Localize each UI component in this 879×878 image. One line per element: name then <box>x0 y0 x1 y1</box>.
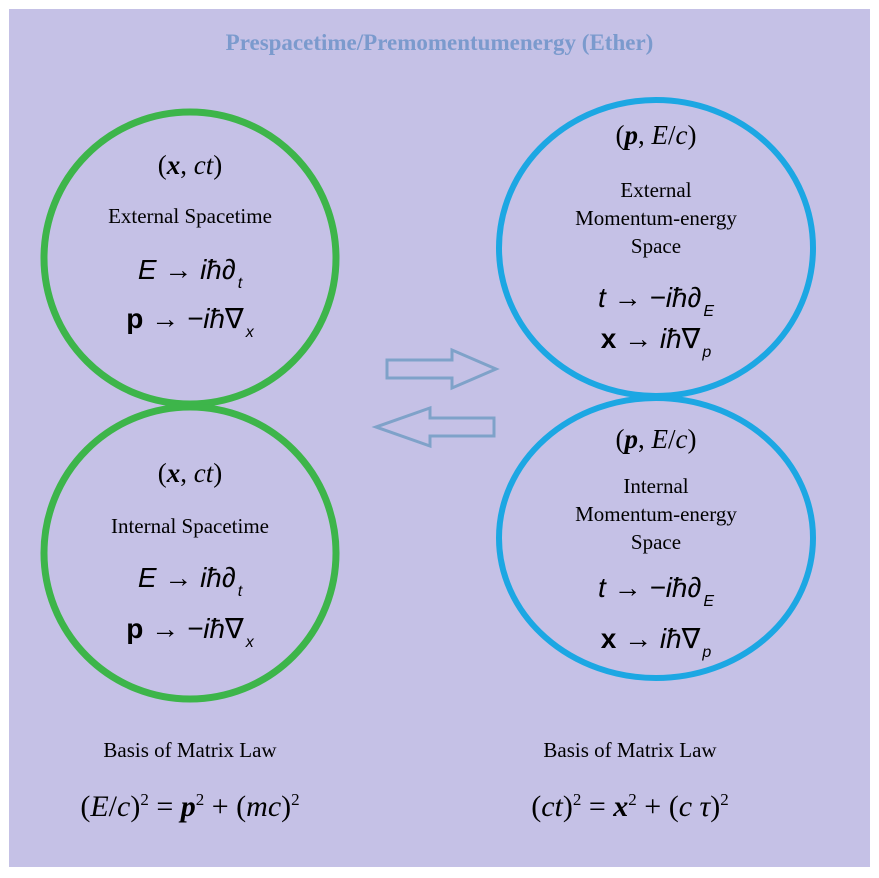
internal-spacetime-eq1: E → iħ∂t <box>137 562 243 600</box>
internal-spacetime-label: Internal Spacetime <box>110 514 269 538</box>
internal-momentum-coords: (p, E/c) <box>615 424 697 454</box>
external-momentum-coords: (p, E/c) <box>615 120 697 150</box>
external-spacetime-coords: (x, ct) <box>157 150 223 180</box>
internal-momentum-eq1: t → −iħ∂E <box>598 572 714 610</box>
right-arrow-icon <box>385 347 500 391</box>
external-spacetime-label: External Spacetime <box>108 204 272 228</box>
external-spacetime-eq2: p → −iħ∇x <box>126 303 254 341</box>
left-arrow-icon <box>371 405 496 449</box>
internal-momentum-eq2: x → iħ∇p <box>600 623 712 661</box>
external-momentum-eq1: t → −iħ∂E <box>598 282 714 320</box>
right-basis-label: Basis of Matrix Law <box>543 738 717 762</box>
external-momentum-label: External Momentum-energy Space <box>575 178 737 258</box>
external-spacetime-eq1: E → iħ∂t <box>137 254 243 292</box>
diagram-background <box>9 9 870 867</box>
diagram-title: Prespacetime/Premomentumenergy (Ether) <box>225 30 654 55</box>
internal-spacetime-coords: (x, ct) <box>157 458 223 488</box>
internal-momentum-ring <box>496 395 816 681</box>
right-matrix-law: (ct)2 = x2 + (c τ)2 <box>531 790 729 823</box>
external-momentum-eq2: x → iħ∇p <box>600 323 712 361</box>
left-matrix-law: (E/c)2 = p2 + (mc)2 <box>80 790 300 823</box>
internal-spacetime-eq2: p → −iħ∇x <box>126 613 254 651</box>
left-basis-label: Basis of Matrix Law <box>103 738 277 762</box>
internal-spacetime-ring <box>40 403 340 703</box>
internal-momentum-label: Internal Momentum-energy Space <box>575 474 737 554</box>
